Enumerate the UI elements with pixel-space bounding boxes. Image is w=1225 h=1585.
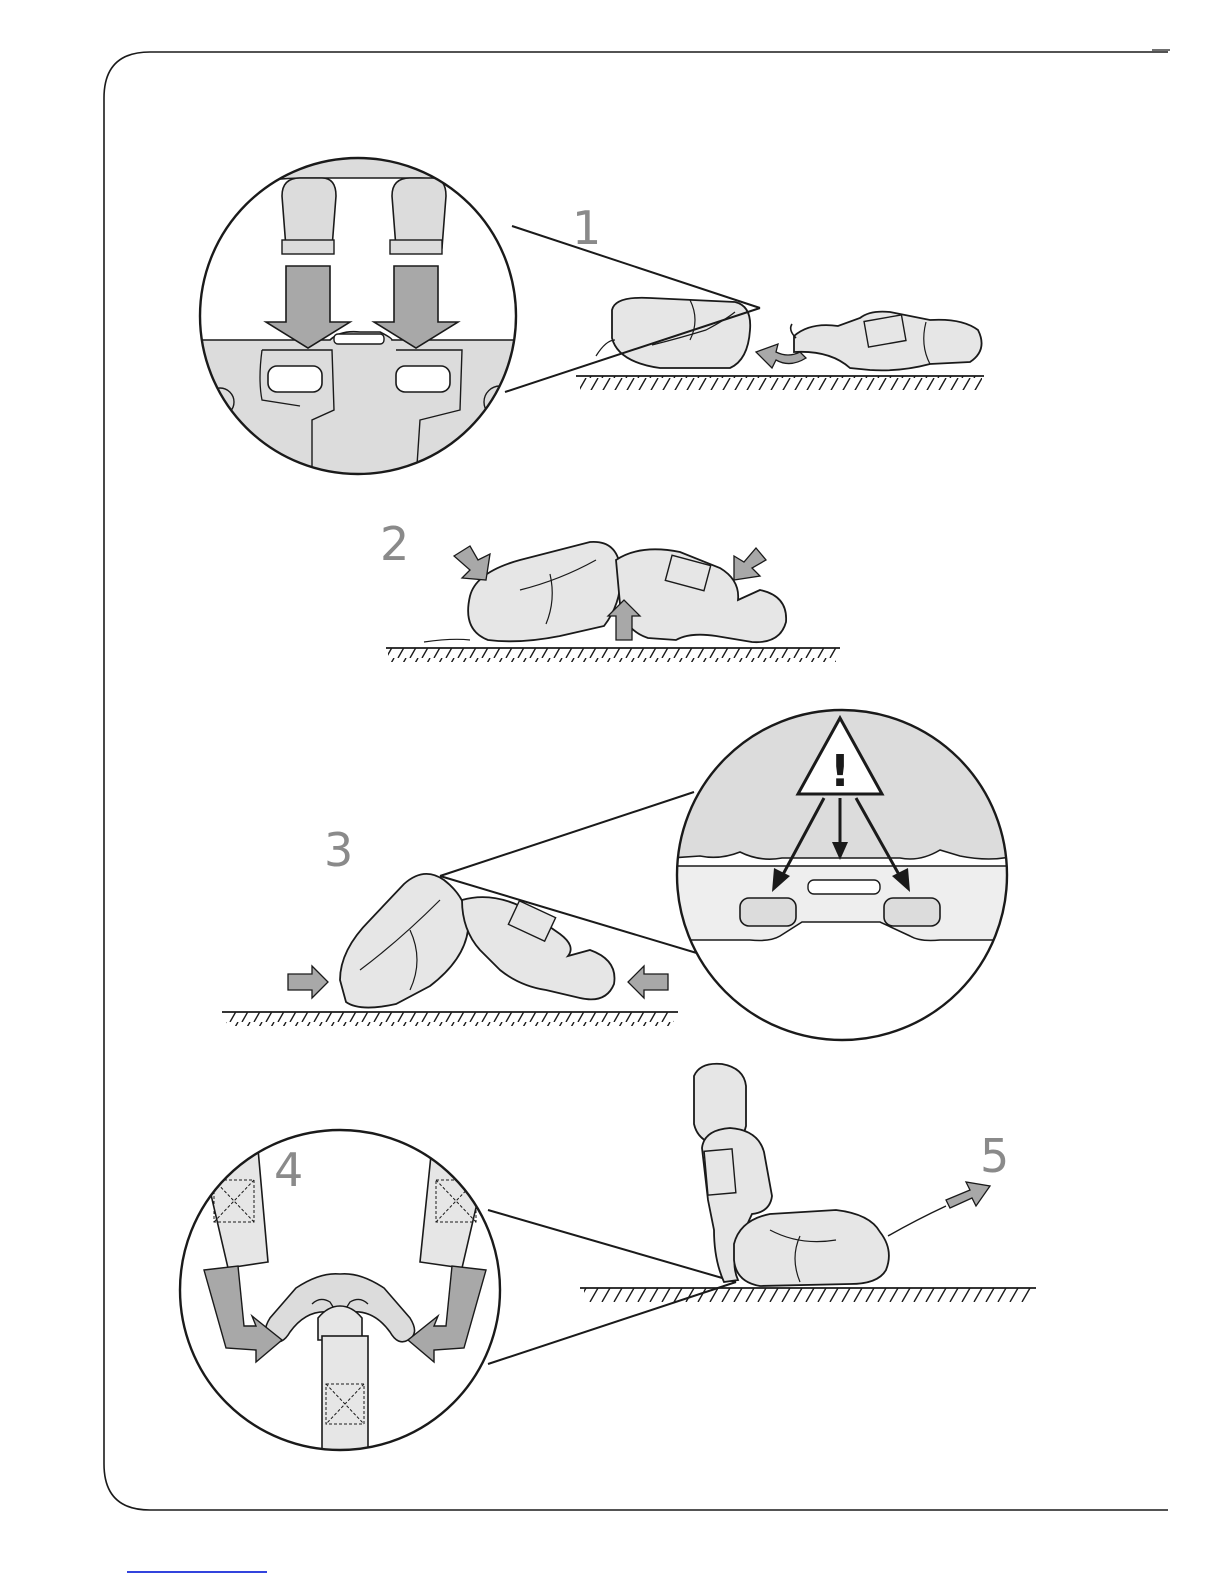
- step-number-1: 1: [572, 201, 601, 255]
- step-5-illustration: [580, 1064, 1036, 1302]
- push-arrow: [454, 546, 490, 580]
- step-number-2: 2: [380, 517, 409, 571]
- step-2-illustration: [386, 542, 840, 662]
- step-1-illustration: [190, 150, 984, 480]
- push-arrow: [628, 966, 668, 998]
- headrest-label: [704, 1149, 736, 1195]
- pull-arrow: [946, 1182, 990, 1208]
- ground-hatch: [226, 1012, 674, 1026]
- warning-exclamation: !: [830, 746, 850, 797]
- step-number-5: 5: [980, 1129, 1009, 1183]
- zoom-line: [440, 792, 694, 876]
- step-number-4: 4: [274, 1143, 303, 1197]
- step-number-3: 3: [324, 823, 353, 877]
- zoom-line: [512, 226, 760, 308]
- push-arrow: [734, 548, 766, 580]
- seat-cushion: [734, 1210, 889, 1286]
- ground-hatch: [388, 648, 836, 662]
- seat-cushion: [468, 542, 621, 641]
- push-arrow: [288, 966, 328, 998]
- footer-link-underline[interactable]: [127, 1571, 267, 1573]
- ground-hatch: [584, 1288, 1032, 1302]
- seat-cushion: [612, 298, 750, 368]
- headrest-label: [864, 315, 906, 347]
- seat-cushion: [340, 874, 468, 1008]
- ground-hatch: [580, 376, 982, 390]
- zoom-line: [488, 1210, 736, 1282]
